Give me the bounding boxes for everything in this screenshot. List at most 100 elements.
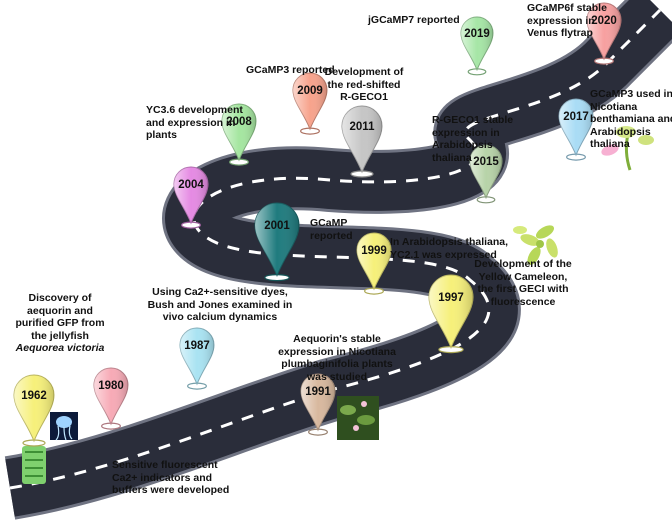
milestone-1997-line: the first GECI with [477,283,569,295]
milestone-2015-line: Arabidopsis [432,139,493,151]
pin-year-2011: 2011 [350,121,376,133]
pin-2015: 2015 [469,144,503,204]
milestone-label-1987: Using Ca2+-sensitive dyes,Bush and Jones… [140,286,300,324]
milestone-2008-line: plants [146,129,177,141]
milestone-2017-line: Arabidopsis [590,125,651,138]
gfp-protein-image [22,446,46,484]
pin-2017: 2017 [558,98,594,161]
milestone-1980-line: Sensitive fluorescent [112,459,218,471]
milestone-1962-line: Discovery of [28,292,92,304]
pin-year-2017: 2017 [563,111,589,123]
pin-sheen-1991 [301,374,335,431]
pin-year-2004: 2004 [178,179,204,191]
pin-year-1997: 1997 [438,292,464,304]
pin-sheen-2011 [342,106,382,172]
milestone-1987-line: Using Ca2+-sensitive dyes, [152,286,288,298]
pin-year-2020: 2020 [591,15,617,27]
pin-year-1980: 1980 [98,380,124,392]
milestone-1991-line: Aequorin's stable [293,333,381,345]
pin-year-2009: 2009 [297,85,323,97]
pin-sheen-2008 [222,104,256,161]
pin-year-1987: 1987 [184,340,210,352]
pin-2001: 2001 [254,202,300,282]
milestone-1962-line: the jellyfish [31,329,89,342]
pin-2011: 2011 [341,105,383,178]
milestone-2011-line: Development of [324,66,404,78]
milestone-2015-line: R-GECO1 stable [432,114,514,126]
pin-sheen-2004 [174,167,208,224]
milestone-2015-line: thaliana [432,151,472,164]
milestone-2015-line: expression in [432,126,500,139]
milestone-2008-line: and expression in [146,116,236,129]
pin-year-1999: 1999 [361,245,387,257]
milestone-2017-line: thaliana [590,138,630,150]
milestone-1987-line: vivo calcium dynamics [162,311,278,323]
milestone-1962-species: Aequorea victoria [15,342,105,354]
pin-1991: 1991 [300,373,336,436]
pin-2004: 2004 [173,166,209,229]
jellyfish-image [50,412,78,441]
venus-flytrap-image [601,126,654,171]
milestone-1980-line: Ca2+ indicators and [112,471,213,484]
pin-sheen-1987 [180,328,214,385]
pin-sheen-1997 [429,275,473,348]
milestone-2017-line: Nicotiana [590,100,638,113]
pin-year-1991: 1991 [305,386,331,398]
milestone-2020-line: GCaMP6f stable [527,2,607,14]
milestone-2019-line: jGCaMP7 reported [368,14,460,26]
arabidopsis-rosette-image [513,225,558,266]
milestone-2020-line: expression in [527,14,595,27]
milestone-2009-line: GCaMP3 reported [246,64,335,76]
milestone-label-2019: jGCaMP7 reported [368,14,488,27]
pin-year-2001: 2001 [264,220,290,232]
milestone-1999-line: In Arabidopsis thaliana, [390,236,509,248]
milestone-1991-line: was studied [306,370,368,383]
pin-1987: 1987 [179,327,215,390]
pin-sheen-2009 [293,73,327,130]
milestone-1997-line: Development of the [474,258,572,270]
pin-sheen-1999 [357,233,391,290]
pin-sheen-2015 [470,145,502,198]
pin-sheen-2020 [587,3,621,60]
pin-2019: 2019 [460,16,494,76]
milestone-1991-line: expression in Nicotiana [278,345,396,358]
milestone-2017-line: GCaMP3 used in [590,88,672,100]
pin-year-2019: 2019 [464,28,490,40]
milestone-2011-line: the red-shifted [327,78,401,91]
milestone-1980-line: buffers were developed [112,484,230,496]
milestone-1962-line: aequorin and [27,304,93,317]
tobacco-plant-image [337,396,379,440]
milestone-1997-line: Yellow Cameleon, [478,270,568,283]
pin-2020: 2020 [586,2,622,65]
pin-year-2008: 2008 [226,116,252,128]
milestone-2001-line: GCaMP [310,217,348,229]
milestone-1962-line: purified GFP from [15,317,105,329]
pin-year-2015: 2015 [473,156,499,168]
pin-1980: 1980 [93,367,129,430]
pin-sheen-1962 [14,375,54,441]
milestone-2020-line: Venus flytrap [527,27,593,39]
pin-1962: 1962 [13,374,55,447]
milestone-label-2009: GCaMP3 reported [246,64,364,77]
milestone-1997-line: fluorescence [490,295,556,308]
pin-sheen-2019 [461,17,493,70]
pin-year-1962: 1962 [21,390,47,402]
milestone-2001-line: reported [310,229,353,242]
milestone-1999-line: YC2.1 was expressed [390,248,497,261]
pin-sheen-1980 [94,368,128,425]
pin-1999: 1999 [356,232,392,295]
milestone-label-1999: In Arabidopsis thaliana,YC2.1 was expres… [390,236,520,261]
pin-2009: 2009 [292,72,328,135]
pin-sheen-2017 [559,99,593,156]
milestone-2008-line: YC3.6 development [146,104,243,116]
milestone-1991-line: plumbaginifolia plants [281,358,393,370]
